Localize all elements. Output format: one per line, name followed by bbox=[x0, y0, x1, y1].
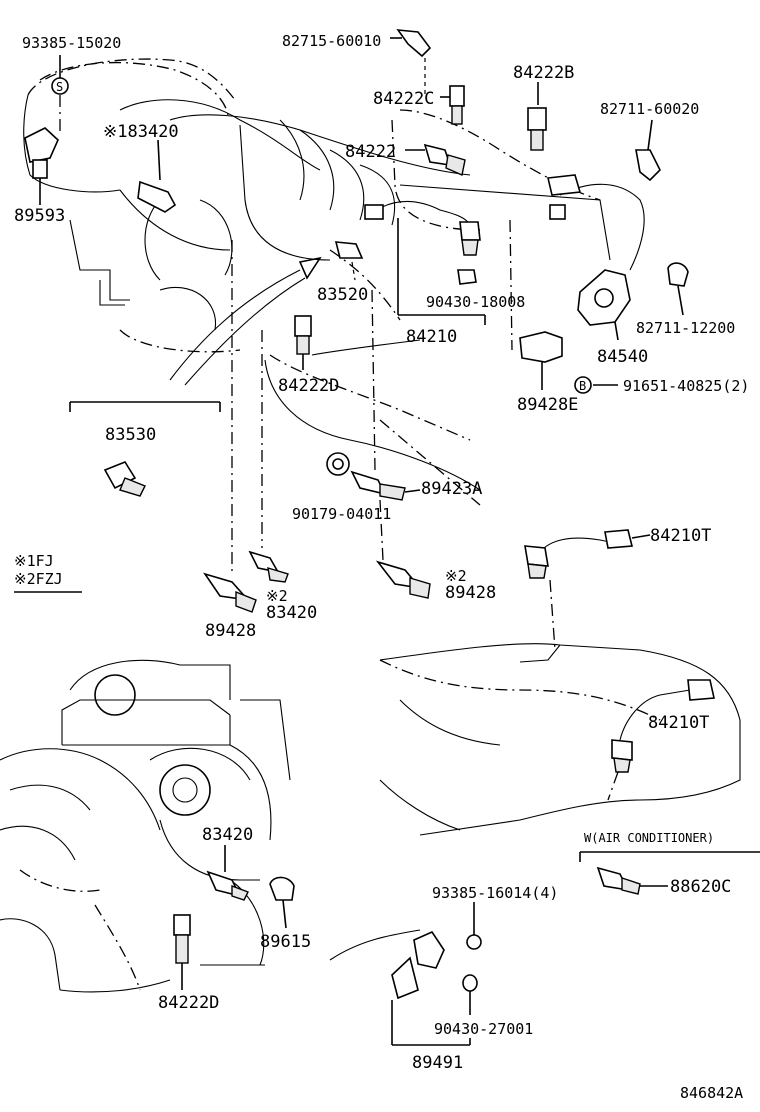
label-84222B: 84222B bbox=[513, 63, 574, 83]
bracket-air-conditioner bbox=[579, 851, 760, 862]
label-82711-60020: 82711-60020 bbox=[600, 100, 699, 118]
harness-84210 bbox=[364, 174, 645, 325]
sensor-89593 bbox=[24, 95, 61, 205]
label-83420-low: 83420 bbox=[202, 825, 253, 845]
sensor-83530 bbox=[103, 461, 146, 497]
label-93385-16014: 93385-16014(4) bbox=[432, 884, 558, 902]
legend-fzj: ※2FZJ bbox=[14, 570, 63, 588]
label-89428-right: 89428 bbox=[445, 583, 496, 603]
sensor-183420 bbox=[137, 139, 177, 213]
sensor-89428-right bbox=[375, 499, 431, 599]
label-84222D-bottom: 84222D bbox=[158, 993, 219, 1013]
lower-engine-outline bbox=[0, 659, 291, 993]
switch-84222C bbox=[440, 85, 465, 125]
label-mark2-mid: ※2 bbox=[266, 587, 288, 605]
label-82711-12200: 82711-12200 bbox=[636, 319, 735, 337]
label-82715-60010: 82715-60010 bbox=[282, 32, 381, 50]
washer-90430-27001 bbox=[462, 974, 478, 1015]
label-83520: 83520 bbox=[317, 285, 368, 305]
sensor-83420-low bbox=[206, 845, 249, 901]
label-90430-18008: 90430-18008 bbox=[426, 293, 525, 311]
switch-84222B bbox=[527, 82, 547, 151]
legend-fj: ※1FJ bbox=[14, 552, 54, 570]
sensor-84540 bbox=[577, 269, 631, 341]
label-89428-left: 89428 bbox=[205, 621, 256, 641]
label-89423A: 89423A bbox=[421, 479, 482, 499]
label-air-conditioner: W(AIR CONDITIONER) bbox=[584, 831, 714, 845]
label-90430-27001: 90430-27001 bbox=[434, 1020, 533, 1038]
bolt-93385-16014 bbox=[466, 902, 482, 950]
clip-82711-12200 bbox=[667, 262, 689, 316]
label-90179-04011: 90179-04011 bbox=[292, 505, 391, 523]
label-83420-mid: 83420 bbox=[266, 603, 317, 623]
label-84210: 84210 bbox=[406, 327, 457, 347]
bolt-93385-15020: S bbox=[51, 55, 69, 95]
clip-82715-60010 bbox=[390, 29, 432, 95]
label-83530: 83530 bbox=[105, 425, 156, 445]
sensor-89423A bbox=[350, 289, 481, 506]
clip-82711-60020 bbox=[635, 119, 661, 182]
sensor-83520 bbox=[334, 241, 364, 281]
sensor-89428-left bbox=[203, 240, 257, 613]
harness-84210T-upper bbox=[524, 529, 651, 651]
switch-84222 bbox=[405, 143, 466, 176]
label-84540: 84540 bbox=[597, 347, 648, 367]
part-labels: 93385-15020 82715-60010 84222C 84222B 82… bbox=[14, 32, 749, 1102]
gasket-90430-18008 bbox=[457, 269, 477, 285]
label-91651-40825: 91651-40825(2) bbox=[623, 377, 749, 395]
label-84222: 84222 bbox=[345, 142, 396, 162]
bracket-89491 bbox=[329, 929, 471, 1046]
switch-84222D-top bbox=[294, 315, 421, 370]
label-84210T-lower: 84210T bbox=[648, 713, 709, 733]
sensor-83420-mid bbox=[248, 330, 289, 583]
sensor-89428E bbox=[509, 219, 563, 390]
label-89615: 89615 bbox=[260, 932, 311, 952]
label-93385-15020: 93385-15020 bbox=[22, 34, 121, 52]
sensor-88620C bbox=[596, 866, 668, 895]
bracket-83530 bbox=[69, 401, 221, 412]
switch-84222D-bottom bbox=[173, 914, 191, 990]
legend: ※1FJ ※2FZJ bbox=[14, 552, 82, 593]
label-84222C: 84222C bbox=[373, 89, 434, 109]
circle-s-mark: S bbox=[56, 80, 63, 94]
label-84222D-top: 84222D bbox=[278, 376, 339, 396]
label-89491: 89491 bbox=[412, 1053, 463, 1073]
label-183420: ※183420 bbox=[103, 122, 179, 142]
harness-84210T-lower bbox=[607, 679, 715, 801]
bolt-91651-40825: B bbox=[574, 376, 618, 394]
label-89593: 89593 bbox=[14, 206, 65, 226]
circle-b-mark: B bbox=[579, 379, 586, 393]
label-88620C: 88620C bbox=[670, 877, 731, 897]
right-engine-block bbox=[379, 643, 741, 836]
sensor-89615 bbox=[269, 876, 295, 929]
figure-id: 846842A bbox=[680, 1084, 743, 1102]
label-89428E: 89428E bbox=[517, 395, 578, 415]
label-84210T-upper: 84210T bbox=[650, 526, 711, 546]
label-mark2-right: ※2 bbox=[445, 567, 467, 585]
gasket-90179-04011 bbox=[326, 452, 350, 476]
